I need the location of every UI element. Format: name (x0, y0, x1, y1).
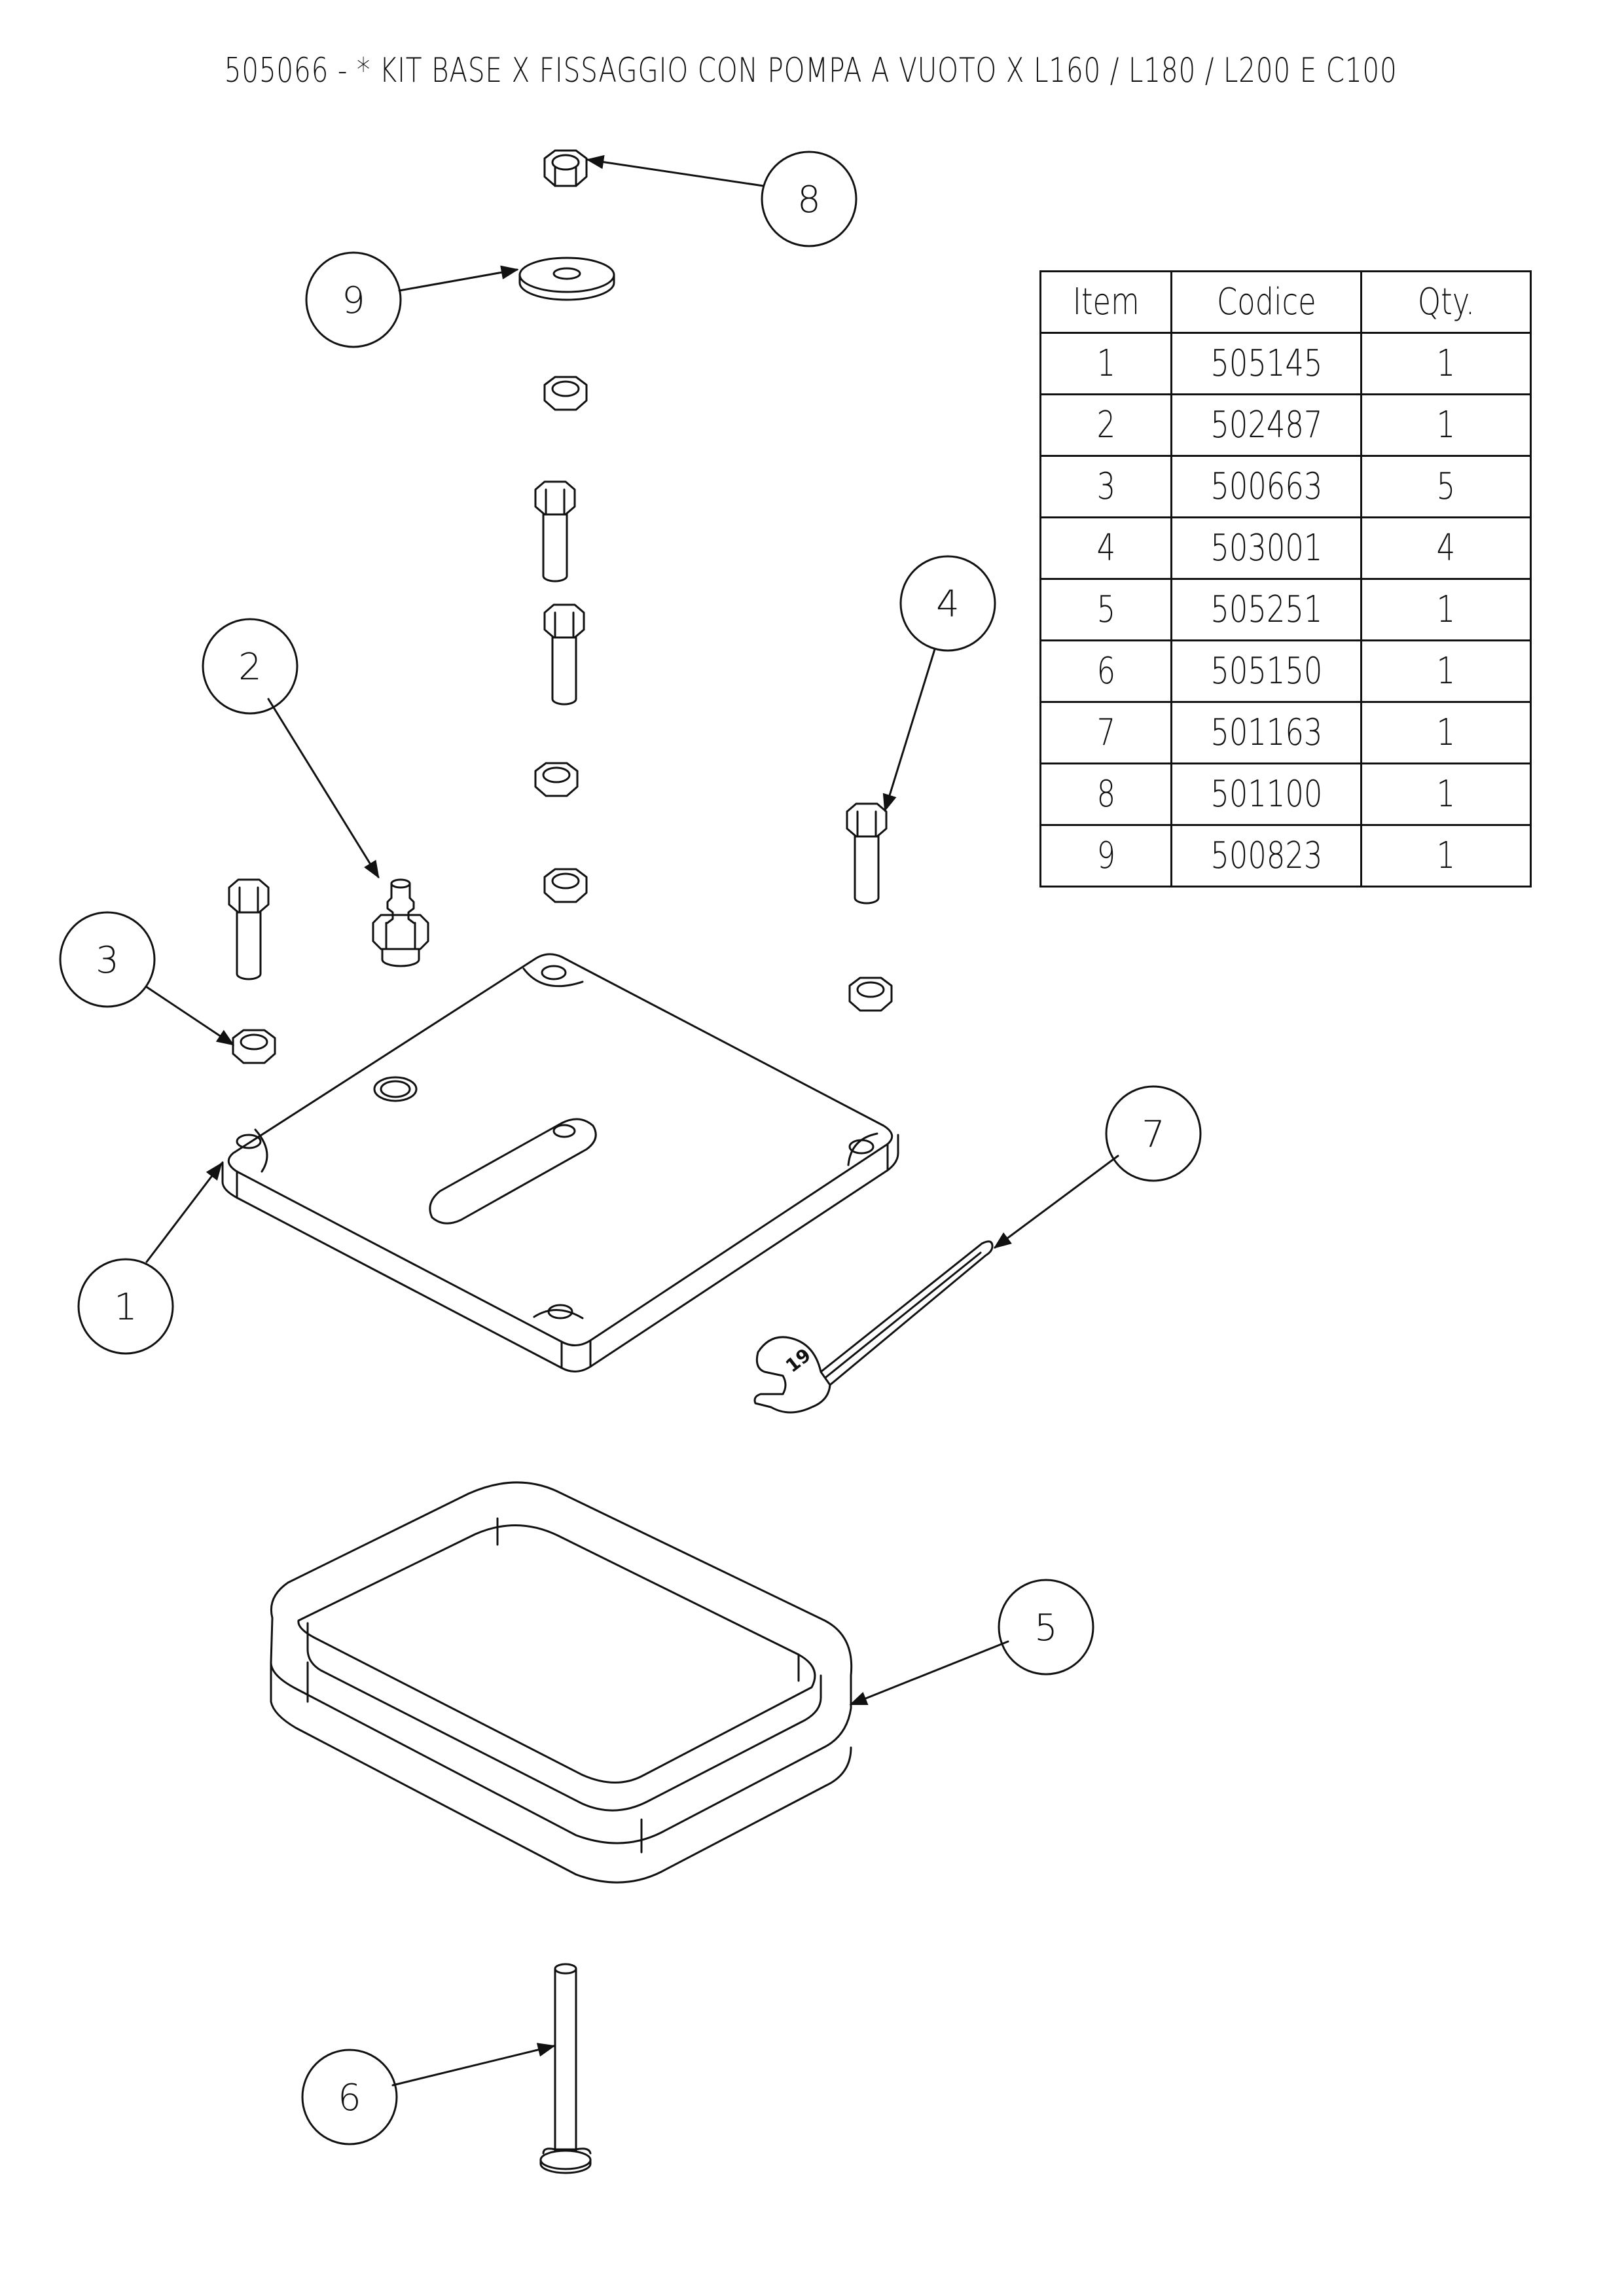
callout-6: 6 (301, 2049, 398, 2145)
cell-codice: 500823 (1170, 824, 1362, 888)
cell-codice: 502487 (1170, 393, 1362, 457)
cell-qty: 1 (1360, 639, 1532, 703)
cell-qty: 1 (1360, 578, 1532, 641)
svg-text:8: 8 (797, 179, 821, 221)
table-header-row: Item Codice Qty. (1039, 270, 1532, 334)
callout-4: 4 (899, 555, 996, 652)
pin-part-6 (539, 1963, 592, 2174)
svg-text:3: 3 (96, 939, 119, 982)
svg-text:7: 7 (1142, 1113, 1165, 1156)
svg-text:5: 5 (1034, 1607, 1058, 1649)
cell-item: 1 (1039, 332, 1172, 395)
cell-codice: 501163 (1170, 701, 1362, 764)
svg-text:9: 9 (342, 279, 365, 322)
table-row: 1 505145 1 (1039, 332, 1532, 395)
bolt-part-4 (846, 802, 888, 905)
cell-codice: 500663 (1170, 455, 1362, 518)
cell-item: 7 (1039, 701, 1172, 764)
table-row: 2 502487 1 (1039, 393, 1532, 457)
callout-7: 7 (1105, 1085, 1202, 1182)
cell-item: 8 (1039, 762, 1172, 826)
nut-part-8 (543, 149, 588, 187)
cell-qty: 1 (1360, 332, 1532, 395)
table-row: 6 505150 1 (1039, 639, 1532, 703)
table-row: 4 503001 4 (1039, 516, 1532, 580)
bolt-center-1 (534, 480, 576, 583)
table-row: 3 500663 5 (1039, 455, 1532, 518)
cell-codice: 505150 (1170, 639, 1362, 703)
svg-text:4: 4 (936, 583, 960, 626)
header-qty: Qty. (1360, 270, 1532, 334)
cell-item: 2 (1039, 393, 1172, 457)
callout-1: 1 (77, 1258, 174, 1355)
callout-2: 2 (202, 618, 298, 715)
leader-lines (145, 154, 1119, 2087)
header-item: Item (1039, 270, 1172, 334)
cell-qty: 1 (1360, 762, 1532, 826)
parts-list-table: Item Codice Qty. 1 505145 1 2 502487 1 3… (1039, 270, 1532, 888)
table-row: 5 505251 1 (1039, 578, 1532, 641)
nut-part-3 (232, 1029, 276, 1064)
svg-text:1: 1 (114, 1286, 137, 1329)
cell-item: 3 (1039, 455, 1172, 518)
nut-upper (543, 376, 588, 411)
nut-right (848, 977, 893, 1012)
callout-3: 3 (59, 911, 156, 1008)
cell-codice: 505251 (1170, 578, 1362, 641)
cell-codice: 503001 (1170, 516, 1362, 580)
bolt-left (228, 878, 270, 980)
washer-part-9 (518, 257, 615, 301)
base-plate-part-1 (221, 953, 899, 1372)
gasket-ring-part-5 (270, 1481, 853, 1884)
cell-qty: 5 (1360, 455, 1532, 518)
table-row: 8 501100 1 (1039, 762, 1532, 826)
vacuum-fitting-part-2 (372, 878, 429, 967)
callout-5: 5 (998, 1579, 1094, 1676)
cell-codice: 501100 (1170, 762, 1362, 826)
cell-qty: 1 (1360, 393, 1532, 457)
nut-center-1 (534, 762, 579, 797)
cell-item: 9 (1039, 824, 1172, 888)
cell-item: 4 (1039, 516, 1172, 580)
header-codice: Codice (1170, 270, 1362, 334)
callout-9: 9 (305, 251, 402, 348)
svg-text:6: 6 (338, 2077, 361, 2119)
cell-qty: 1 (1360, 824, 1532, 888)
drawing-title: 505066 - * KIT BASE X FISSAGGIO CON POMP… (224, 51, 1398, 90)
cell-codice: 505145 (1170, 332, 1362, 395)
cell-item: 6 (1039, 639, 1172, 703)
bolt-center-2 (543, 603, 585, 706)
cell-qty: 1 (1360, 701, 1532, 764)
table-row: 9 500823 1 (1039, 824, 1532, 888)
svg-text:2: 2 (238, 646, 262, 689)
wrench-part-7: 19 (753, 1240, 994, 1414)
nut-center-2 (543, 868, 588, 903)
cell-qty: 4 (1360, 516, 1532, 580)
table-row: 7 501163 1 (1039, 701, 1532, 764)
cell-item: 5 (1039, 578, 1172, 641)
callout-8: 8 (761, 151, 857, 247)
